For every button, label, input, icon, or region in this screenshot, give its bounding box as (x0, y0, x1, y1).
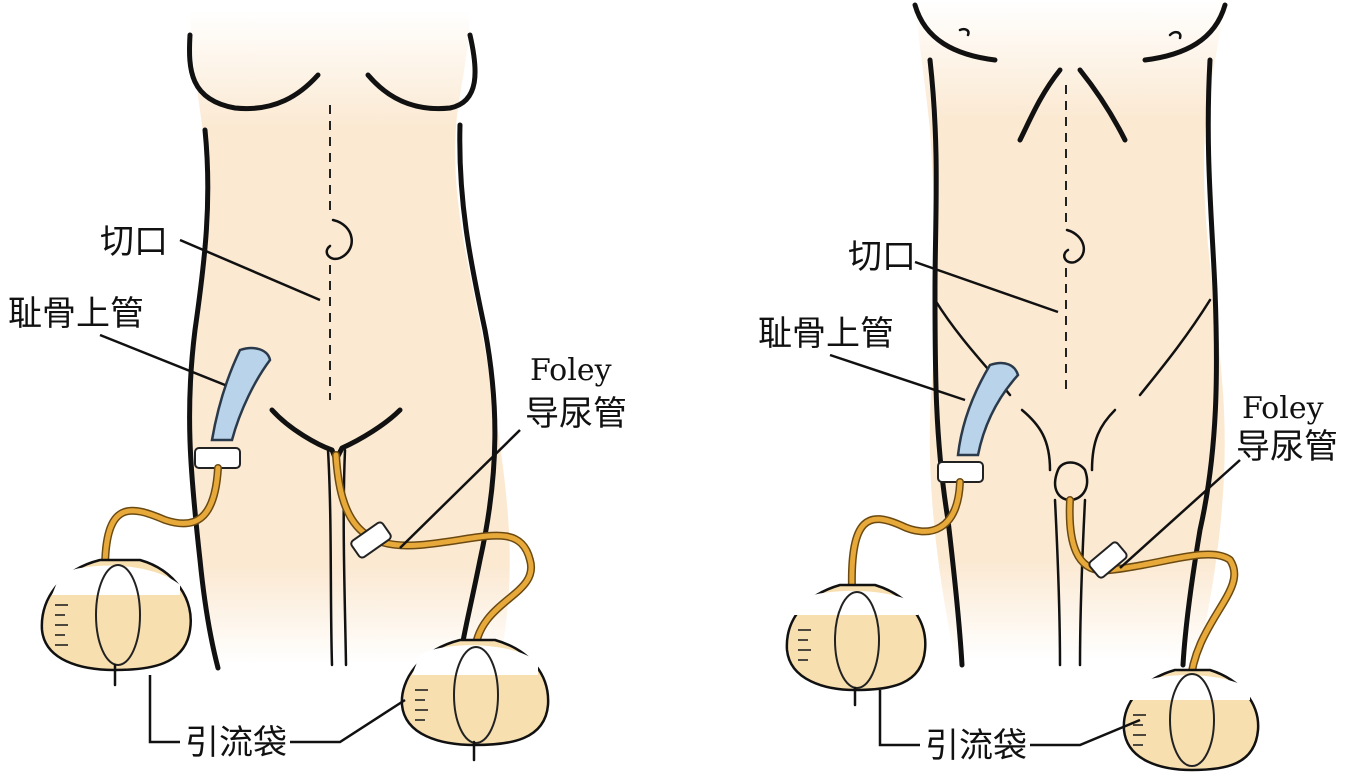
male-label-drainage-bag: 引流袋 (925, 726, 1027, 766)
male-label-suprapubic-tube: 耻骨上管 (758, 314, 894, 354)
female-drainage-bag-right (402, 640, 548, 760)
female-label-catheter: 导尿管 (525, 394, 627, 434)
female-label-incision: 切口 (100, 222, 168, 262)
male-label-foley: Foley (1242, 391, 1324, 426)
male-figure: 切口 耻骨上管 Foley 导尿管 引流袋 (758, 0, 1338, 770)
male-label-incision: 切口 (848, 237, 916, 277)
male-drainage-bag-left (787, 585, 925, 705)
female-drainage-bag-left (42, 560, 191, 685)
female-label-suprapubic-tube: 耻骨上管 (8, 294, 144, 334)
female-figure: 切口 耻骨上管 Foley 导尿管 引流袋 (8, 10, 627, 763)
male-label-catheter: 导尿管 (1236, 427, 1338, 467)
female-label-foley: Foley (530, 353, 612, 388)
male-drainage-bag-right (1124, 670, 1258, 770)
female-label-drainage-bag: 引流袋 (185, 723, 287, 763)
